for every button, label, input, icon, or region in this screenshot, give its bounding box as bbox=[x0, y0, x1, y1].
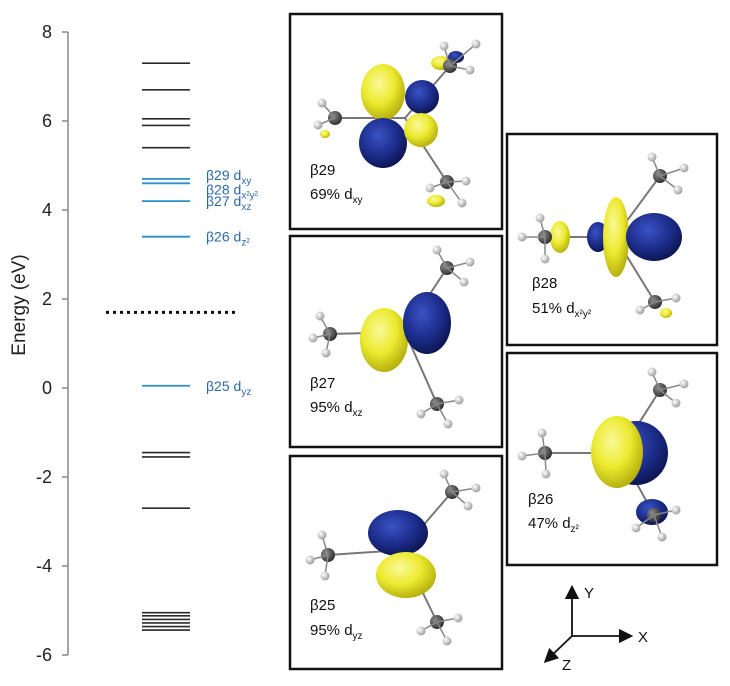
y-tick-label: -2 bbox=[36, 467, 52, 487]
panel-orbital-name: β28 bbox=[532, 275, 557, 292]
level-label: β29 dxy bbox=[206, 167, 251, 187]
orbital-lobe-yellow bbox=[427, 195, 445, 207]
energy-levels bbox=[106, 62, 238, 631]
orbital-lobe-blue bbox=[368, 510, 428, 556]
panel-sub: z² bbox=[571, 524, 580, 535]
level-label: β27 dxz bbox=[206, 193, 251, 213]
panel-character: 95% dyz bbox=[310, 622, 363, 642]
orbital-lobe-blue bbox=[403, 292, 451, 354]
level-label-subscript: x²y² bbox=[241, 190, 258, 201]
y-tick-label: 2 bbox=[42, 289, 52, 309]
level-label-subscript: xy bbox=[241, 176, 251, 187]
y-tick-label: 6 bbox=[42, 111, 52, 131]
molecule-b25 bbox=[305, 469, 481, 646]
level-label-main: β29 d bbox=[206, 167, 241, 183]
molecule-b28 bbox=[517, 152, 689, 318]
panel-pct: 69% d bbox=[310, 186, 353, 203]
panel-pct: 95% d bbox=[310, 399, 353, 416]
panel-b26: β26 47% dz² bbox=[505, 351, 719, 567]
panel-pct: 47% d bbox=[528, 515, 571, 532]
y-axis-ticks bbox=[62, 31, 68, 656]
panel-character: 51% dx²y² bbox=[532, 300, 592, 320]
y-tick-label: 0 bbox=[42, 378, 52, 398]
panel-sub: xy bbox=[353, 195, 363, 206]
orbital-lobe-yellow bbox=[404, 113, 438, 147]
level-label-main: β28 d bbox=[206, 181, 241, 197]
level-label-main: β27 d bbox=[206, 193, 241, 209]
level-label-main: β26 d bbox=[206, 229, 241, 245]
panel-orbital-name: β26 bbox=[528, 491, 553, 508]
panel-orbital-name: β27 bbox=[310, 375, 335, 392]
y-tick-label: -6 bbox=[36, 645, 52, 665]
level-label: β25 dyz bbox=[206, 378, 251, 398]
panel-character: 69% dxy bbox=[310, 186, 363, 206]
molecule-b27 bbox=[308, 245, 475, 429]
panel-orbital-name: β25 bbox=[310, 597, 335, 614]
orbital-lobe-yellow bbox=[550, 221, 570, 253]
panel-frame bbox=[288, 12, 504, 231]
panel-b25: β25 95% dyz bbox=[288, 454, 504, 671]
level-label: β28 dx²y² bbox=[206, 181, 259, 201]
orbital-lobe-yellow bbox=[660, 308, 672, 318]
y-tick-label: 8 bbox=[42, 22, 52, 42]
level-label: β26 dz² bbox=[206, 229, 250, 249]
y-tick-label: 4 bbox=[42, 200, 52, 220]
y-axis-letter: Y bbox=[584, 585, 594, 602]
orbital-lobe-yellow bbox=[376, 552, 436, 598]
level-label-subscript: yz bbox=[241, 387, 251, 398]
orbital-lobe-blue bbox=[359, 118, 407, 168]
y-tick-labels: 8 6 4 2 0 -2 -4 -6 bbox=[36, 22, 52, 665]
level-label-subscript: xz bbox=[241, 202, 251, 213]
orbital-lobe-blue bbox=[405, 80, 439, 114]
molecule-b29 bbox=[313, 39, 481, 208]
panel-b27: β27 95% dxz bbox=[288, 234, 504, 449]
x-axis-letter: X bbox=[638, 629, 648, 646]
panel-b28: β28 51% dx²y² bbox=[505, 132, 719, 347]
orbital-lobe-yellow bbox=[360, 308, 408, 372]
level-label-main: β25 d bbox=[206, 378, 241, 394]
y-tick-label: -4 bbox=[36, 556, 52, 576]
orbital-lobe-blue bbox=[626, 213, 682, 261]
orbital-lobe-yellow bbox=[361, 64, 405, 120]
panel-orbital-name: β29 bbox=[310, 162, 335, 179]
panel-sub: yz bbox=[353, 631, 363, 642]
z-direction-arrow bbox=[543, 635, 573, 663]
coordinate-axes: Y X Z bbox=[543, 584, 648, 674]
orbital-lobe-yellow bbox=[591, 416, 643, 488]
panel-sub: xz bbox=[353, 408, 363, 419]
y-axis-title: Energy (eV) bbox=[9, 254, 30, 355]
molecule-b26 bbox=[517, 367, 689, 542]
panel-pct: 51% d bbox=[532, 300, 575, 317]
panel-character: 95% dxz bbox=[310, 399, 363, 419]
z-axis-letter: Z bbox=[562, 657, 571, 674]
panel-sub: x²y² bbox=[575, 309, 592, 320]
panel-b29: β29 69% dxy bbox=[288, 12, 504, 231]
panel-pct: 95% d bbox=[310, 622, 353, 639]
level-label-subscript: z² bbox=[241, 238, 250, 249]
panel-character: 47% dz² bbox=[528, 515, 580, 535]
orbital-lobe-yellow bbox=[603, 197, 629, 277]
